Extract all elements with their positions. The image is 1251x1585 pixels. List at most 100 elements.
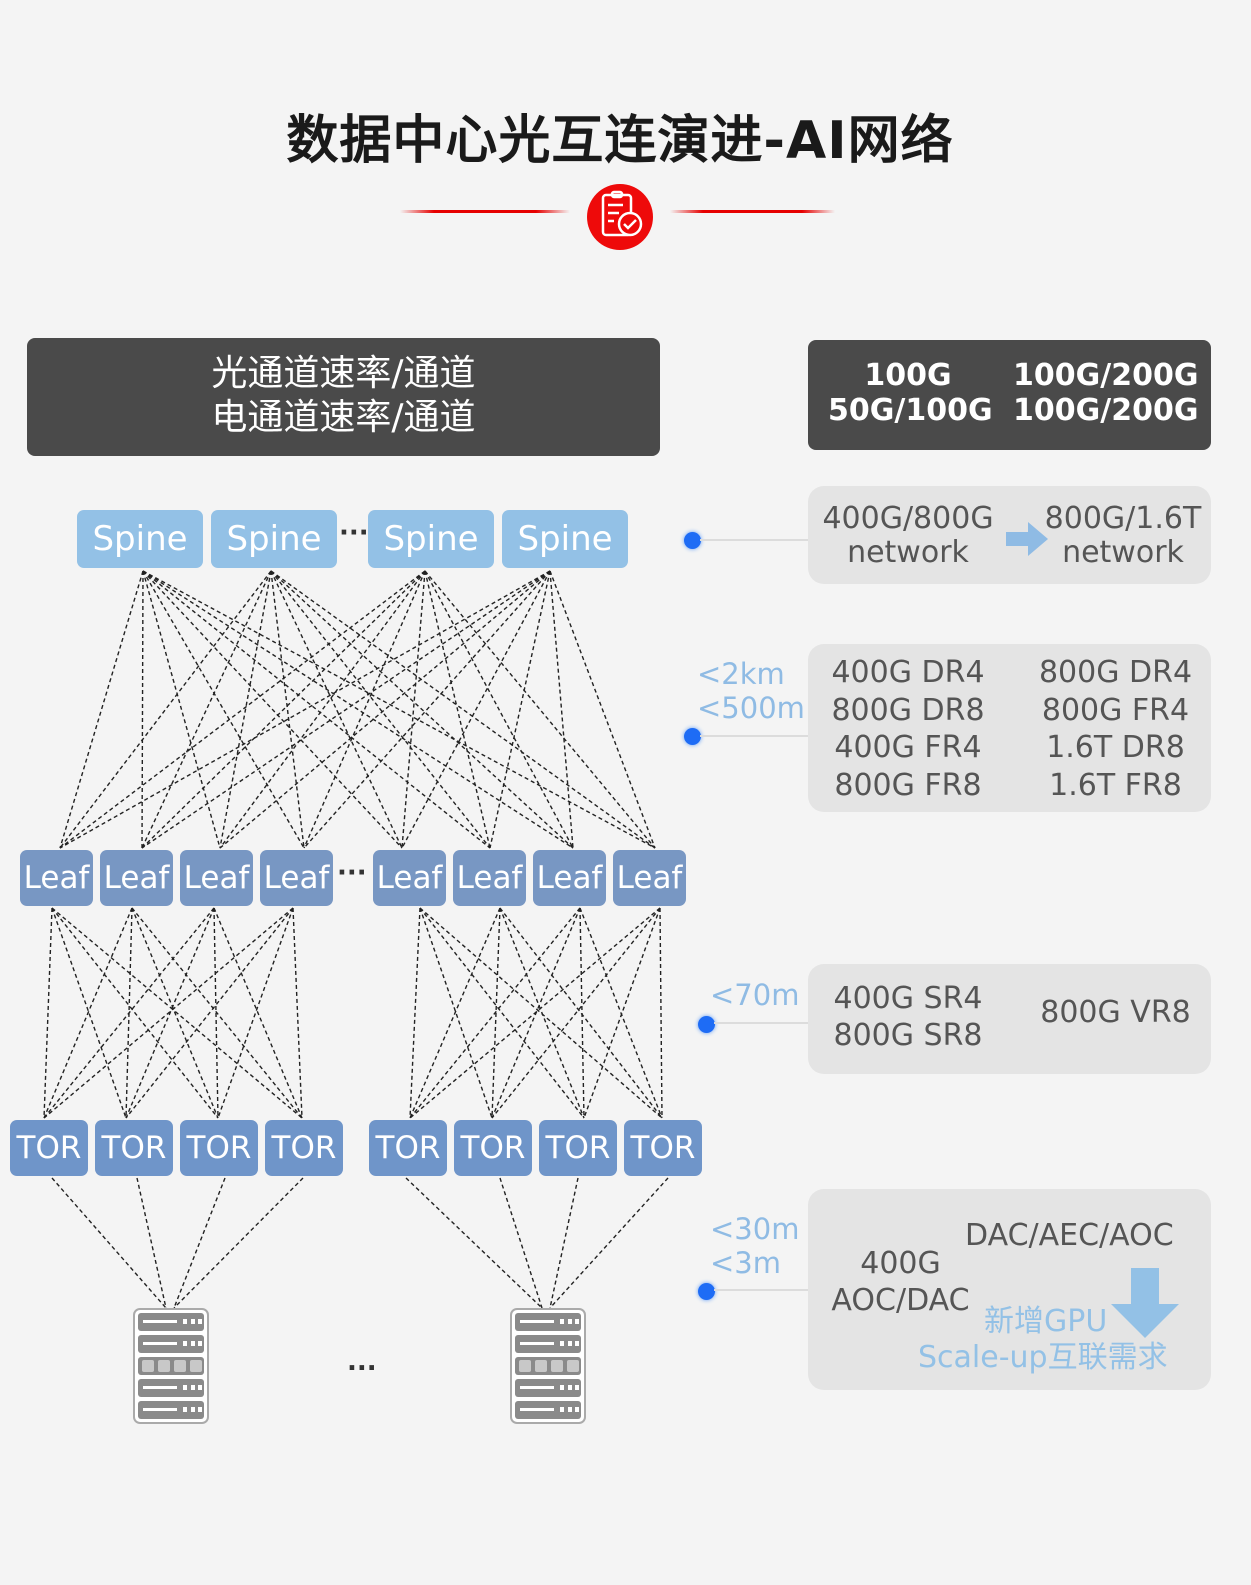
header-rate: 100G [864,358,952,393]
tier-right-text: 1.6T DR8 [1046,730,1185,765]
link-line [401,570,426,849]
leaf-node: Leaf [260,850,333,906]
link-line [136,1177,167,1309]
connector-line [700,539,808,541]
link-line [409,907,661,1119]
header-rate: 100G/200G [1013,358,1199,393]
tor-node: TOR [10,1120,88,1176]
distance-label: <2km [697,657,785,691]
link-line [173,1177,226,1309]
link-line [549,570,574,849]
link-line [131,907,303,1119]
tier-left-text: 800G DR8 [831,692,985,728]
tier-left-text: 400G SR4 [833,981,983,1016]
link-line [401,570,551,849]
connector-line [714,1289,808,1291]
link-line [125,907,294,1119]
tier-marker [698,1283,715,1300]
tor-node: TOR [95,1120,173,1176]
link-line [489,570,551,849]
link-line [219,570,272,849]
link-line [125,907,215,1119]
spine-ellipsis: ··· [339,518,369,548]
header-rate: 50G/100G [828,393,993,428]
link-line [213,907,219,1119]
tier-marker [684,532,701,549]
link-line [219,570,551,849]
tier-right-text: 1.6T FR8 [1049,767,1182,803]
link-line [51,907,127,1119]
link-line [142,570,656,849]
link-line [549,570,656,849]
leaf-node: Leaf [180,850,253,906]
header-optical-label: 光通道速率/通道 [211,353,476,394]
server-rack-icon [133,1308,209,1428]
connector-line [700,735,808,737]
link-line [173,1177,304,1309]
link-line [491,907,661,1119]
distance-label: <500m [697,691,805,725]
spine-node: Spine [77,510,203,568]
link-line [51,1177,167,1309]
tier-left-text: 800G SR8 [833,1018,983,1053]
link-line [270,570,491,849]
tier-left-text: 400G/800G [822,501,994,536]
link-line [59,570,272,849]
page-title: 数据中心光互连演进-AI网络 [286,111,954,171]
spine-node: Spine [211,510,337,568]
tier-left-text: 800G FR8 [834,767,982,803]
tier-right-text: 800G FR4 [1041,692,1190,728]
server-rack-icon [510,1308,586,1428]
leaf-node: Leaf [453,850,526,906]
spine-node: Spine [368,510,494,568]
tier-right-text: 800G VR8 [1040,995,1191,1030]
tier-left-text: network [847,535,969,570]
link-line [141,570,426,849]
link-line [579,907,663,1119]
tier-marker [698,1016,715,1033]
link-line [131,907,219,1119]
link-line [409,907,421,1119]
link-line [270,570,656,849]
link-line [141,570,144,849]
link-line [549,1177,579,1309]
tor-node: TOR [265,1120,343,1176]
link-line [51,907,219,1119]
link-line [419,907,493,1119]
link-line [424,570,491,849]
link-line [419,907,663,1119]
tier-left-text: 400G FR4 [834,730,982,765]
tier-right-text: DAC/AEC/AOC [965,1218,1174,1253]
divider-left [400,210,570,213]
distance-label: <30m [710,1212,800,1246]
link-line [424,570,656,849]
tier-right-text: 800G DR4 [1038,655,1193,690]
tier-left-text: 400G DR4 [831,655,985,690]
link-line [59,570,144,849]
link-line [141,570,551,849]
link-line [499,1177,543,1309]
tier-left-text: 400G [860,1246,941,1281]
link-line [270,570,305,849]
link-line [142,570,305,849]
link-line [419,907,585,1119]
clipboard-check-icon [587,184,653,250]
link-line [583,907,661,1119]
link-line [405,1177,543,1309]
distance-label: <3m [710,1246,781,1280]
link-line [213,907,303,1119]
tor-node: TOR [369,1120,447,1176]
distance-label: <70m [710,978,800,1012]
scale-up-note: Scale-up互联需求 [918,1340,1168,1375]
down-arrow-icon [1111,1268,1181,1347]
spine-node: Spine [502,510,628,568]
link-line [303,570,551,849]
server-ellipsis: ... [347,1347,377,1377]
link-line [217,907,294,1119]
link-line [409,907,581,1119]
